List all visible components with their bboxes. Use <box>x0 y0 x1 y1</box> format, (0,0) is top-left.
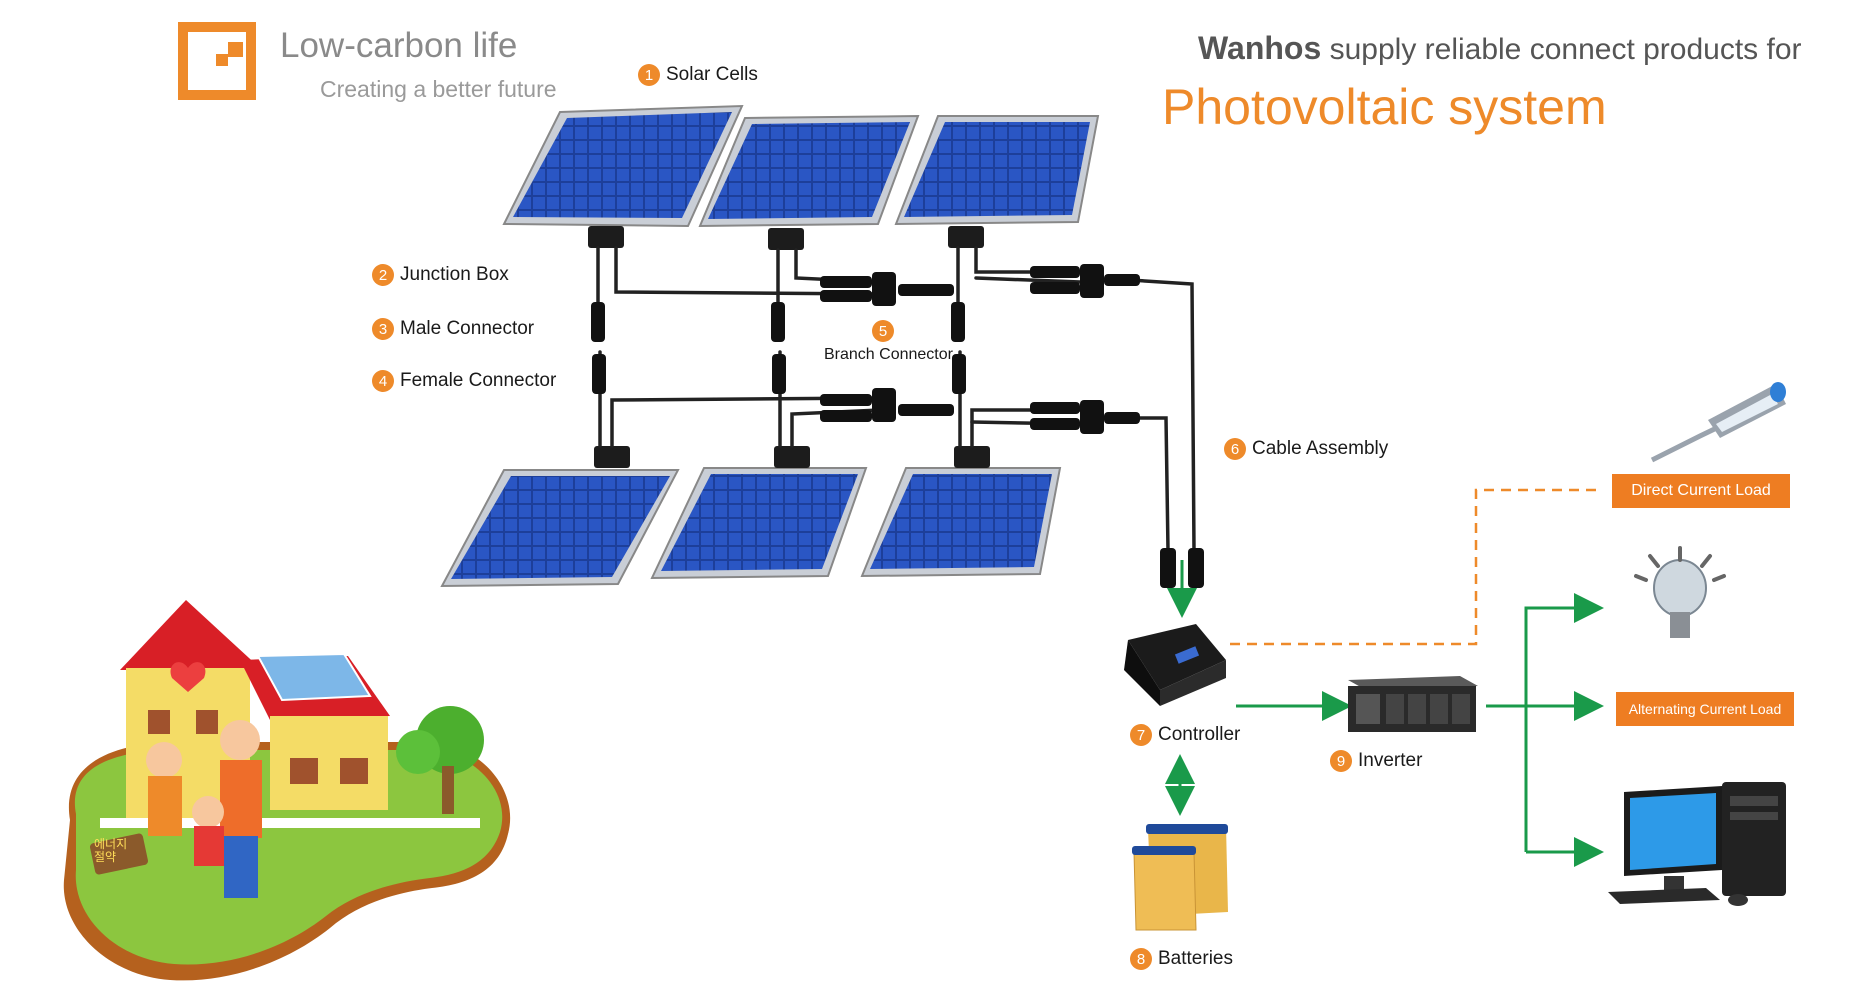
company-name: Wanhos <box>1198 30 1322 66</box>
house-icon <box>63 600 511 981</box>
battery-icon <box>1132 824 1228 931</box>
label-branch-connector: Branch Connector <box>824 346 953 363</box>
brand-title: Low-carbon life <box>280 26 518 65</box>
brand-subtitle: Creating a better future <box>320 76 557 102</box>
number-badge: 2 <box>372 264 394 286</box>
ac-load-box: Alternating Current Load <box>1616 692 1794 726</box>
street-light-icon <box>1650 382 1786 463</box>
solar-panel-icon <box>860 467 1062 578</box>
number-badge: 6 <box>1224 438 1246 460</box>
label-male-connector: 3 Male Connector <box>372 318 534 340</box>
controller-icon <box>1124 624 1226 706</box>
logo-icon <box>178 22 256 100</box>
inverter-icon <box>1348 676 1478 732</box>
computer-icon <box>1608 782 1786 906</box>
solar-panel-icon <box>698 114 920 228</box>
headline: Wanhos supply reliable connect products … <box>1198 30 1802 67</box>
number-badge: 9 <box>1330 750 1352 772</box>
label-controller: 7 Controller <box>1130 724 1240 746</box>
number-badge: 1 <box>638 64 660 86</box>
solar-panel-icon <box>440 469 680 588</box>
light-bulb-icon <box>1634 546 1726 638</box>
number-badge: 4 <box>372 370 394 392</box>
house-sign-text: 에너지 절약 <box>94 837 128 864</box>
number-badge: 8 <box>1130 948 1152 970</box>
solar-panel-icon <box>502 104 744 228</box>
dc-load-box: Direct Current Load <box>1612 474 1790 508</box>
label-batteries: 8 Batteries <box>1130 948 1233 970</box>
number-badge-5: 5 <box>872 320 894 342</box>
number-badge: 7 <box>1130 724 1152 746</box>
label-solar-cells: 1 Solar Cells <box>638 64 758 86</box>
label-inverter: 9 Inverter <box>1330 750 1422 772</box>
label-cable-assembly: 6 Cable Assembly <box>1224 438 1388 460</box>
logo-icon-square-small <box>216 54 228 66</box>
solar-panel-icon <box>894 115 1100 226</box>
headline-rest: supply reliable connect products for <box>1329 33 1802 66</box>
label-junction-box: 2 Junction Box <box>372 264 509 286</box>
number-badge: 3 <box>372 318 394 340</box>
logo-icon-square <box>228 42 243 57</box>
label-female-connector: 4 Female Connector <box>372 370 556 392</box>
solar-panel-icon <box>650 467 868 580</box>
system-title: Photovoltaic system <box>1162 79 1607 135</box>
